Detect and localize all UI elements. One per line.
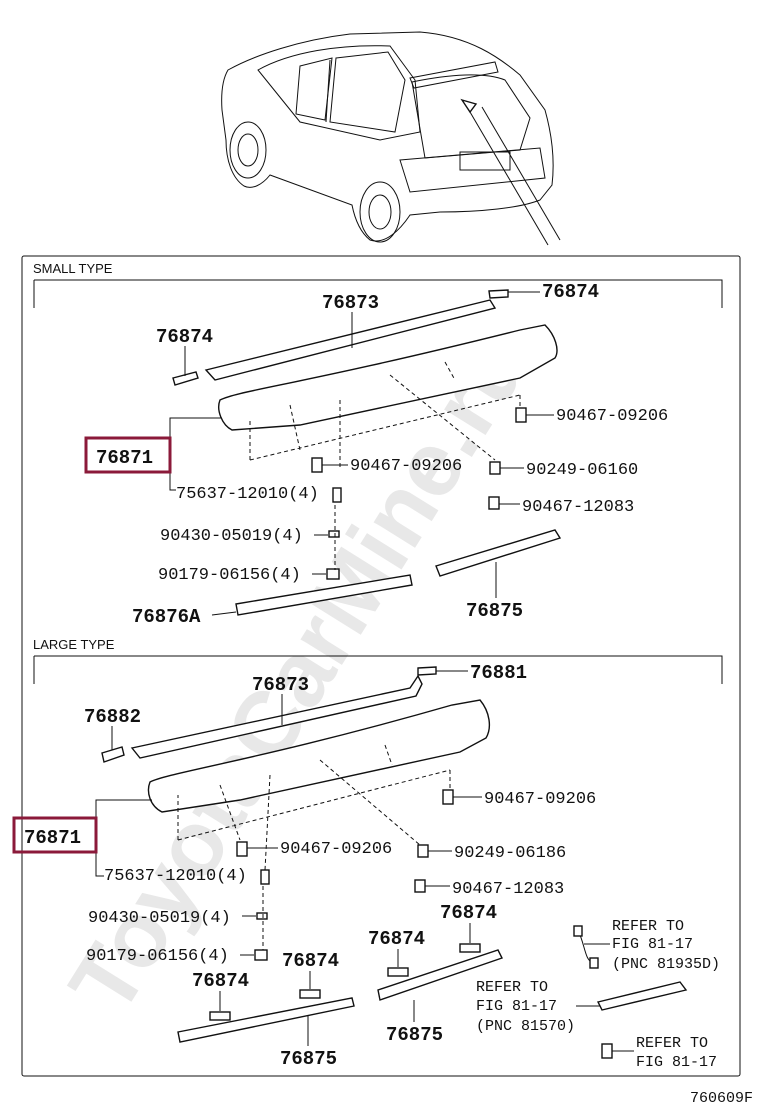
pad-left-large bbox=[101, 746, 125, 763]
stop-lamp bbox=[596, 981, 688, 1011]
figure-code: 760609F bbox=[690, 1090, 753, 1107]
label-screw-left: 90467-09206 bbox=[350, 457, 462, 476]
connector-upper bbox=[573, 925, 583, 937]
pad-a-large bbox=[209, 1011, 231, 1021]
ref2-line1: REFER TO bbox=[476, 979, 548, 996]
highlight-spoiler-large bbox=[12, 816, 98, 854]
lamp-screw bbox=[601, 1043, 613, 1059]
label-seal-upper: 76873 bbox=[322, 292, 379, 314]
ref3-line1: REFER TO bbox=[636, 1035, 708, 1052]
label-seal-lower-right: 76875 bbox=[466, 600, 523, 622]
large-type-title: LARGE TYPE bbox=[33, 637, 115, 652]
pad-d-large bbox=[459, 943, 481, 953]
label-nut-b: 90179-06156(4) bbox=[158, 566, 301, 585]
stud-large bbox=[260, 869, 270, 885]
nut-b-small bbox=[326, 568, 340, 580]
end-pad-small bbox=[172, 371, 199, 386]
spoiler-small bbox=[218, 324, 558, 431]
pad-top-large bbox=[417, 666, 437, 676]
label-screw-right-large: 90467-09206 bbox=[484, 790, 596, 809]
label-pad-c: 76874 bbox=[368, 928, 425, 950]
label-washer-large: 90430-05019(4) bbox=[88, 909, 231, 928]
ref3-line2: FIG 81-17 bbox=[636, 1054, 717, 1071]
label-clip: 90467-12083 bbox=[522, 498, 634, 517]
label-seal-lower-left: 76876A bbox=[132, 606, 201, 628]
lower-seal-left-large bbox=[177, 997, 355, 1043]
small-type-title: SMALL TYPE bbox=[33, 261, 113, 276]
label-pad-a: 76874 bbox=[192, 970, 249, 992]
label-seal-upper-large: 76873 bbox=[252, 674, 309, 696]
lower-seal-right-small bbox=[435, 529, 562, 577]
nut-a-small bbox=[489, 461, 501, 475]
upper-seal-small bbox=[204, 299, 497, 381]
label-washer: 90430-05019(4) bbox=[160, 527, 303, 546]
label-screw-right: 90467-09206 bbox=[556, 407, 668, 426]
ref2-line3: (PNC 81570) bbox=[476, 1018, 575, 1035]
ref2-line2: FIG 81-17 bbox=[476, 998, 557, 1015]
nut-b-large bbox=[254, 949, 268, 961]
lower-seal-right-large bbox=[377, 949, 503, 1001]
label-nut-a-large: 90249-06186 bbox=[454, 844, 566, 863]
connector-lower bbox=[589, 957, 599, 969]
upper-seal-large bbox=[130, 674, 423, 759]
ref1-line3: (PNC 81935D) bbox=[612, 956, 720, 973]
label-end-pad: 76874 bbox=[156, 326, 213, 348]
label-pad-b: 76874 bbox=[282, 950, 339, 972]
label-stud-large: 75637-12010(4) bbox=[104, 867, 247, 886]
label-seal-lower-left-large: 76875 bbox=[280, 1048, 337, 1070]
label-spoiler-large: 76871 bbox=[24, 827, 81, 849]
clip-large bbox=[414, 879, 426, 893]
screw-left-small bbox=[311, 457, 323, 473]
clip-small bbox=[488, 496, 500, 510]
label-pad-top: 76881 bbox=[470, 662, 527, 684]
screw-right-small bbox=[515, 407, 527, 423]
ref1-line2: FIG 81-17 bbox=[612, 936, 693, 953]
small-type-section: SMALL TYPE 76873 76874 76874 90467-09206 bbox=[21, 255, 741, 1077]
nut-a-large bbox=[417, 844, 429, 858]
highlight-spoiler-small bbox=[84, 436, 172, 474]
washer-large bbox=[256, 912, 268, 920]
label-screw-left-large: 90467-09206 bbox=[280, 840, 392, 859]
screw-left-large bbox=[236, 841, 248, 857]
label-nut-a: 90249-06160 bbox=[526, 461, 638, 480]
washer-small bbox=[328, 530, 340, 538]
lower-seal-left-small bbox=[235, 574, 413, 616]
screw-right-large bbox=[442, 789, 454, 805]
label-stud: 75637-12010(4) bbox=[176, 485, 319, 504]
spoiler-large bbox=[147, 699, 491, 813]
pad-c-large bbox=[387, 967, 409, 977]
large-type-section: LARGE TYPE 768 bbox=[12, 637, 723, 1071]
pad-b-large bbox=[299, 989, 321, 999]
label-clip-large: 90467-12083 bbox=[452, 880, 564, 899]
end-pad-right-small bbox=[488, 289, 509, 299]
label-nut-b-large: 90179-06156(4) bbox=[86, 947, 229, 966]
label-pad-left: 76882 bbox=[84, 706, 141, 728]
label-seal-lower-right-large: 76875 bbox=[386, 1024, 443, 1046]
car-illustration bbox=[221, 31, 561, 246]
stud-small bbox=[332, 487, 342, 503]
label-pad-right: 76874 bbox=[542, 281, 599, 303]
label-spoiler-small: 76871 bbox=[96, 447, 153, 469]
ref1-line1: REFER TO bbox=[612, 918, 684, 935]
label-pad-d: 76874 bbox=[440, 902, 497, 924]
